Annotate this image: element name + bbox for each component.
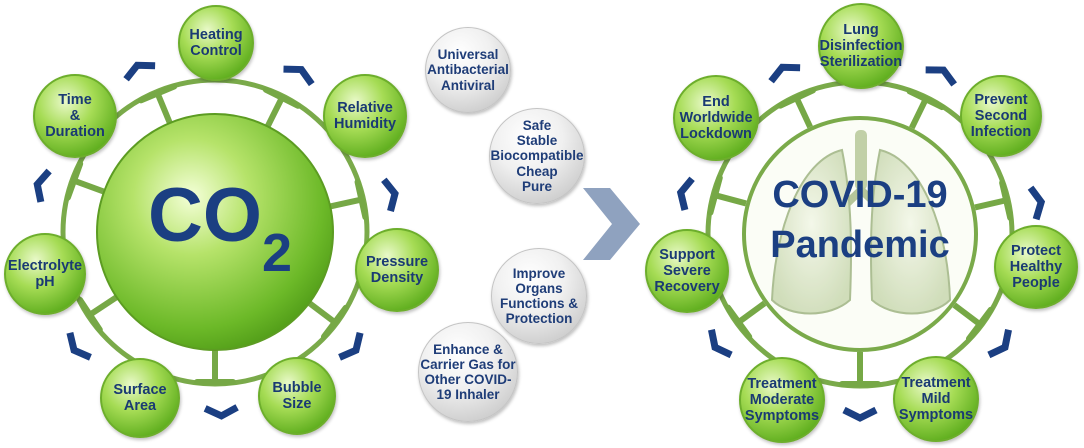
co2-center-circle [96, 113, 334, 351]
node-relative-humidity: Relative Humidity [323, 74, 407, 158]
node-lung-disinfection: Lung Disinfection Sterilization [818, 3, 904, 89]
co2-main-text: CO [147, 173, 262, 258]
node-label: Support Severe Recovery [654, 246, 720, 296]
node-label: End Worldwide Lockdown [679, 93, 753, 143]
node-treatment-mild: Treatment Mild Symptoms [893, 356, 979, 442]
connector-bar [777, 87, 816, 109]
node-label: Bubble Size [272, 379, 322, 412]
left-chevrons [33, 61, 399, 420]
node-label: Lung Disinfection Sterilization [819, 21, 903, 71]
node-time-duration: Time & Duration [33, 74, 117, 158]
node-label: Relative Humidity [333, 99, 397, 132]
connector-stem [974, 197, 1007, 211]
connector-bar [76, 296, 103, 333]
node-label: Heating Control [189, 26, 243, 59]
node-label: Electrolyte pH [7, 257, 83, 290]
bubble-label: Improve Organs Functions & Protection [500, 265, 578, 327]
connector-stem [952, 302, 982, 327]
node-label: Pressure Density [365, 253, 429, 286]
node-treatment-moderate: Treatment Moderate Symptoms [739, 357, 825, 443]
node-electrolyte-ph: Electrolyte pH [4, 233, 86, 315]
connector-bar [137, 83, 178, 104]
chevron-icon [1027, 185, 1046, 221]
node-end-lockdown: End Worldwide Lockdown [673, 75, 759, 161]
chevron-icon [123, 61, 156, 82]
co2-subscript: 2 [261, 223, 293, 283]
chevron-icon [925, 66, 957, 87]
covid-title-line2: Pandemic [770, 224, 950, 267]
connector-bar [906, 88, 945, 111]
node-label: Prevent Second Infection [970, 91, 1032, 141]
chevron-icon [987, 329, 1012, 359]
bubble-label: Universal Antibacterial Antiviral [427, 47, 509, 93]
node-label: Treatment Moderate Symptoms [744, 375, 820, 425]
connector-stem [73, 177, 106, 195]
chevron-icon [203, 404, 239, 420]
node-prevent-second-infection: Prevent Second Infection [960, 75, 1042, 157]
connector-stem [909, 97, 929, 130]
right-connectors [707, 87, 1014, 387]
bubble-improve-organs: Improve Organs Functions & Protection [491, 248, 587, 344]
node-bubble-size: Bubble Size [258, 357, 336, 435]
connector-stem [264, 96, 285, 128]
bubble-safe-stable: Safe Stable Biocompatible Cheap Pure [489, 108, 585, 204]
chevron-icon [283, 65, 315, 87]
node-surface-area: Surface Area [100, 358, 180, 438]
bubble-label: Enhance & Carrier Gas for Other COVID- 1… [420, 341, 516, 403]
connector-stem [154, 92, 173, 125]
node-label: Treatment Mild Symptoms [898, 374, 974, 424]
covid-title-line1: COVID-19 [772, 174, 948, 216]
node-label: Protect Healthy People [1009, 242, 1063, 292]
left-connectors [64, 83, 369, 385]
connector-stem [307, 300, 337, 325]
connector-bar [707, 174, 723, 216]
connector-bar [262, 86, 302, 109]
connector-stem [714, 192, 747, 207]
chevron-icon [66, 332, 92, 361]
connector-stem [329, 196, 363, 210]
bubble-label: Safe Stable Biocompatible Cheap Pure [490, 118, 584, 194]
connector-bar [725, 304, 753, 340]
right-chevrons [676, 63, 1046, 422]
chevron-icon [708, 329, 733, 359]
bubble-enhance-carrier: Enhance & Carrier Gas for Other COVID- 1… [418, 322, 518, 422]
lungs-icon [770, 130, 952, 315]
chevron-icon [33, 168, 52, 203]
node-label: Surface Area [113, 381, 167, 414]
connector-bar [64, 160, 84, 201]
co2-label: CO2 [120, 178, 320, 281]
chevron-icon [842, 406, 878, 422]
covid-title: COVID-19 Pandemic [740, 170, 980, 270]
node-support-severe: Support Severe Recovery [645, 229, 729, 313]
node-label: Time & Duration [45, 91, 105, 141]
connector-stem [736, 300, 767, 325]
node-pressure-density: Pressure Density [355, 228, 439, 312]
bubble-universal-antibacterial: Universal Antibacterial Antiviral [425, 27, 511, 113]
connector-stem [88, 294, 119, 318]
chevron-icon [338, 332, 364, 361]
connector-bar [999, 179, 1014, 221]
connector-bar [354, 178, 369, 221]
chevron-icon [676, 176, 695, 211]
chevron-icon [768, 63, 801, 84]
node-heating-control: Heating Control [178, 5, 254, 81]
chevron-icon [381, 177, 399, 212]
connector-bar [965, 306, 994, 342]
node-protect-healthy-people: Protect Healthy People [994, 225, 1078, 309]
arrow-chevron-icon [583, 188, 640, 260]
connector-bar [320, 304, 349, 340]
connector-stem [793, 96, 813, 129]
